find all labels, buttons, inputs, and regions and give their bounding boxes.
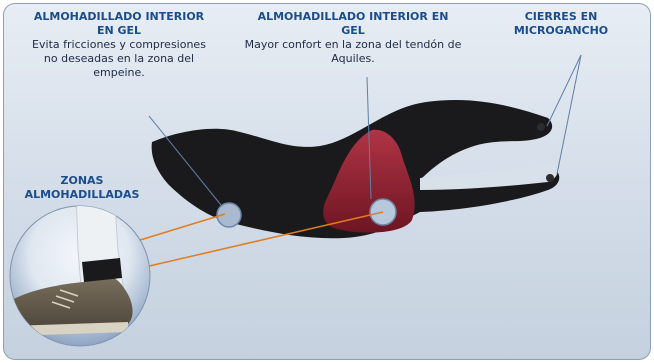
label-instep-gel: ALMOHADILLADO INTERIOR EN GEL Evita fric… bbox=[24, 10, 214, 80]
label-instep-gel-title: ALMOHADILLADO INTERIOR EN GEL bbox=[24, 10, 214, 38]
label-microhook: CIERRES EN MICROGANCHO bbox=[496, 10, 626, 38]
label-padded-zones-title: ZONAS ALMOHADILLADAS bbox=[18, 174, 146, 202]
label-achilles-gel: ALMOHADILLADO INTERIOR EN GEL Mayor conf… bbox=[244, 10, 462, 66]
label-padded-zones: ZONAS ALMOHADILLADAS bbox=[18, 174, 146, 202]
shoe-inset-illustration bbox=[10, 190, 150, 346]
hook-tab-icon bbox=[537, 123, 545, 131]
label-achilles-gel-title: ALMOHADILLADO INTERIOR EN GEL bbox=[244, 10, 462, 38]
label-microhook-title: CIERRES EN MICROGANCHO bbox=[496, 10, 626, 38]
label-instep-gel-desc: Evita fricciones y compresiones no desea… bbox=[24, 38, 214, 80]
hook-tab-icon bbox=[546, 174, 554, 182]
label-achilles-gel-desc: Mayor confort en la zona del tendón de A… bbox=[244, 38, 462, 66]
